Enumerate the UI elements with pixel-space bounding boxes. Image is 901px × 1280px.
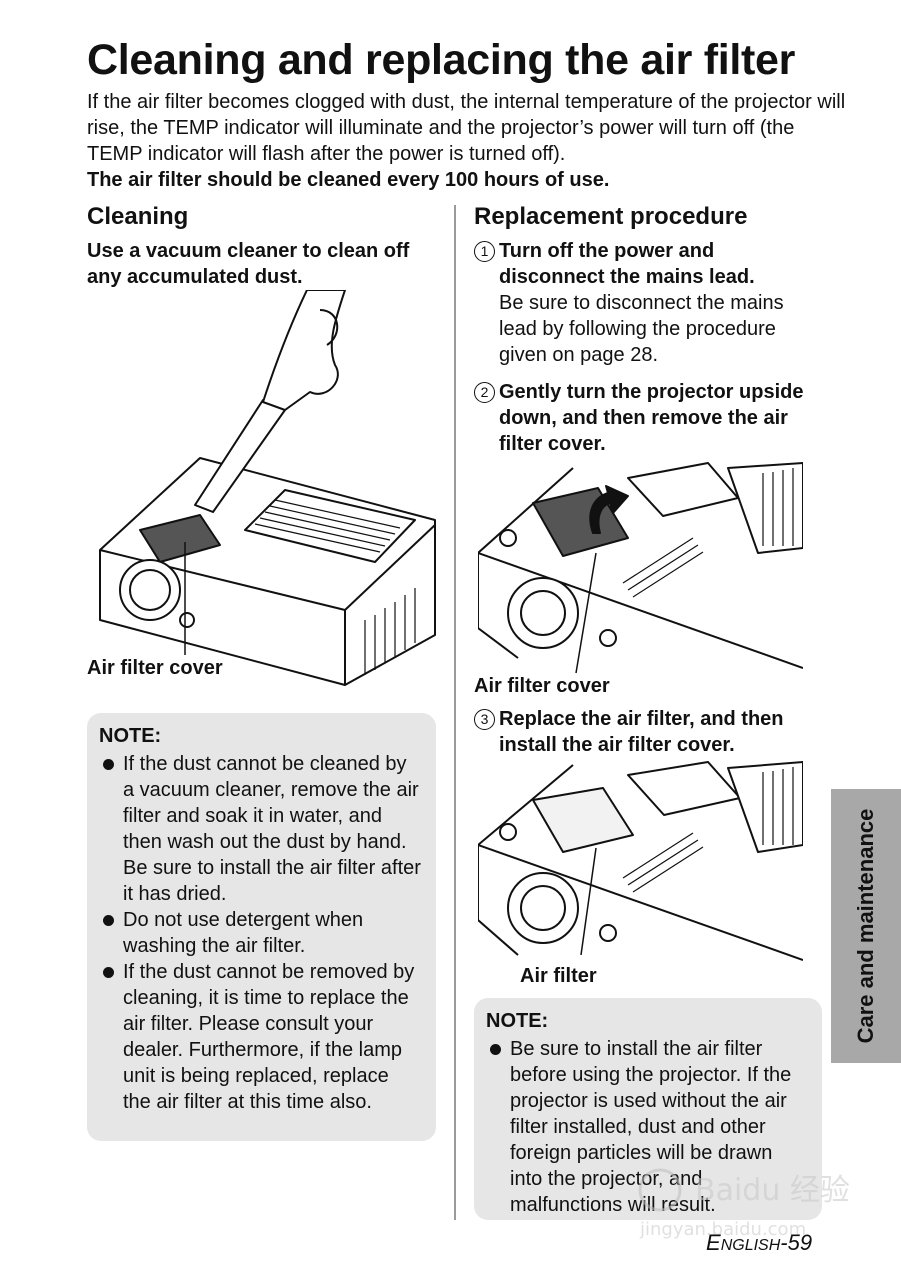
note-item: If the dust cannot be cleaned by a vacuu… <box>99 751 422 907</box>
intro-bold-text: The air filter should be cleaned every 1… <box>87 169 610 191</box>
footer-prefix-rest: NGLISH <box>720 1237 781 1254</box>
cleaning-heading: Cleaning <box>87 203 189 230</box>
footer-prefix-cap: E <box>706 1230 721 1255</box>
step-2: 2 Gently turn the projector upside down,… <box>474 379 824 457</box>
step-heading: Turn off the power and disconnect the ma… <box>499 240 755 288</box>
note-heading: NOTE: <box>99 725 162 747</box>
column-divider <box>454 205 456 1220</box>
side-tab-label: Care and maintenance <box>853 808 878 1044</box>
air-filter-cover-caption-left: Air filter cover <box>87 657 223 679</box>
watermark-url: jingyan.baidu.com <box>639 1219 806 1240</box>
intro-paragraph: If the air filter becomes clogged with d… <box>87 89 847 193</box>
air-filter-caption: Air filter <box>520 965 597 987</box>
step-number: 3 <box>474 709 495 730</box>
replace-filter-illustration <box>478 761 803 961</box>
step-1: 1 Turn off the power and disconnect the … <box>474 238 824 368</box>
air-filter-cover-caption-right: Air filter cover <box>474 675 610 697</box>
step-heading: Gently turn the projector upside down, a… <box>499 381 804 455</box>
watermark-logo-icon: Baidu 经验 jingyan.baidu.com <box>638 1168 850 1240</box>
page-number: -59 <box>780 1230 813 1255</box>
step-text: Be sure to disconnect the mains lead by … <box>499 292 784 366</box>
remove-filter-cover-illustration <box>478 462 803 674</box>
step-number: 2 <box>474 382 495 403</box>
vacuum-cleaning-illustration <box>99 290 436 686</box>
note-list: If the dust cannot be cleaned by a vacuu… <box>99 751 422 1115</box>
step-heading: Replace the air filter, and then install… <box>499 708 784 756</box>
intro-text: If the air filter becomes clogged with d… <box>87 91 846 165</box>
note-item: Do not use detergent when washing the ai… <box>99 907 422 959</box>
cleaning-note-box: NOTE: If the dust cannot be cleaned by a… <box>87 713 436 1141</box>
step-number: 1 <box>474 241 495 262</box>
replacement-heading: Replacement procedure <box>474 203 748 230</box>
step-3: 3 Replace the air filter, and then insta… <box>474 706 824 758</box>
section-side-tab: Care and maintenance <box>831 789 901 1063</box>
watermark-brand: Baidu 经验 <box>695 1173 850 1208</box>
page-footer: ENGLISH-59 <box>706 1230 812 1256</box>
note-heading: NOTE: <box>486 1010 549 1032</box>
watermark: Baidu 经验 jingyan.baidu.com <box>600 1150 860 1250</box>
note-item: If the dust cannot be removed by cleanin… <box>99 959 422 1115</box>
cleaning-lead: Use a vacuum cleaner to clean off any ac… <box>87 240 410 288</box>
page-title: Cleaning and replacing the air filter <box>87 36 796 84</box>
replacement-note-box: NOTE: Be sure to install the air filter … <box>474 998 822 1220</box>
